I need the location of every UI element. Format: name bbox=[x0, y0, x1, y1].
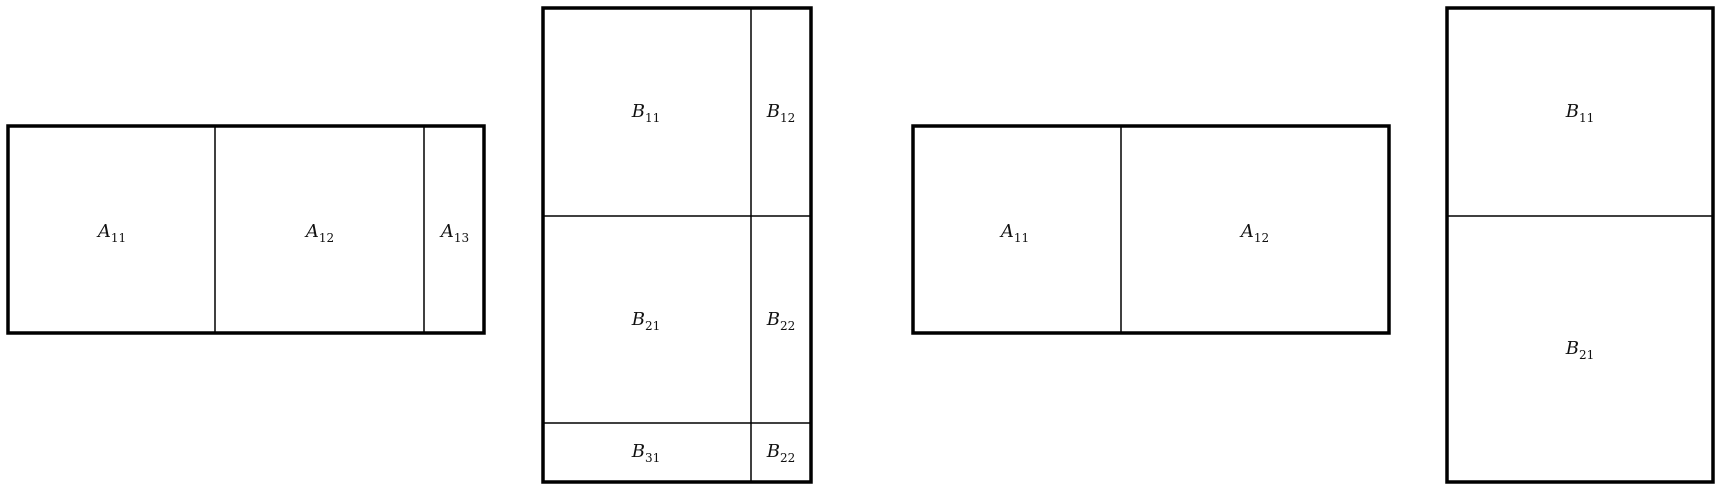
block-a11: A11 bbox=[96, 221, 126, 245]
block-b22: B22 bbox=[766, 309, 796, 333]
matrix-a-reduced: A11 A12 bbox=[911, 124, 1391, 335]
block-b11: B11 bbox=[631, 101, 661, 125]
matrix-b-reduced: B11 B21 bbox=[1445, 6, 1715, 484]
block-b21-reduced: B21 bbox=[1565, 338, 1595, 362]
block-b21: B21 bbox=[631, 309, 661, 333]
block-a13: A13 bbox=[439, 221, 469, 245]
block-b12: B12 bbox=[766, 101, 796, 125]
block-a12: A12 bbox=[304, 221, 334, 245]
block-b11-reduced: B11 bbox=[1565, 101, 1595, 125]
block-b31: B31 bbox=[631, 441, 661, 465]
block-a11-reduced: A11 bbox=[999, 221, 1029, 245]
matrix-a-reduced-border bbox=[911, 124, 1391, 335]
block-b32: B22 bbox=[766, 441, 796, 465]
matrix-b-full: B11 B12 B21 B22 B31 B22 bbox=[541, 6, 813, 484]
matrix-b-reduced-border bbox=[1445, 6, 1715, 484]
matrix-a-full-border bbox=[6, 124, 486, 335]
matrix-a-full: A11 A12 A13 bbox=[6, 124, 486, 335]
matrix-b-full-border bbox=[541, 6, 813, 484]
block-a12-reduced: A12 bbox=[1239, 221, 1269, 245]
